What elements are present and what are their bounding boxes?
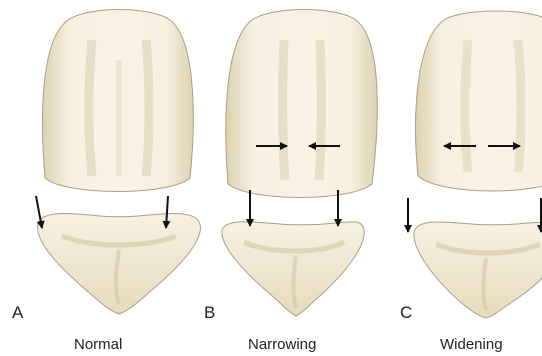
crown-c (416, 11, 542, 191)
crown-b (226, 10, 377, 198)
panel-caption-narrowing: Narrowing (248, 336, 316, 353)
panel-letter-a: A (12, 303, 24, 322)
cingulum-c (414, 222, 542, 318)
panel-caption-widening: Widening (440, 336, 503, 353)
panel-letter-c: C (400, 303, 412, 322)
panel-letter-b: B (204, 303, 215, 322)
panel-b: B Narrowing (204, 10, 377, 354)
panel-a: A Normal (12, 10, 200, 354)
panel-caption-normal: Normal (74, 336, 122, 353)
cingulum-b (222, 222, 364, 316)
panel-c: C Widening (400, 11, 542, 353)
cingulum-a (38, 213, 201, 314)
crown-a (42, 10, 193, 192)
